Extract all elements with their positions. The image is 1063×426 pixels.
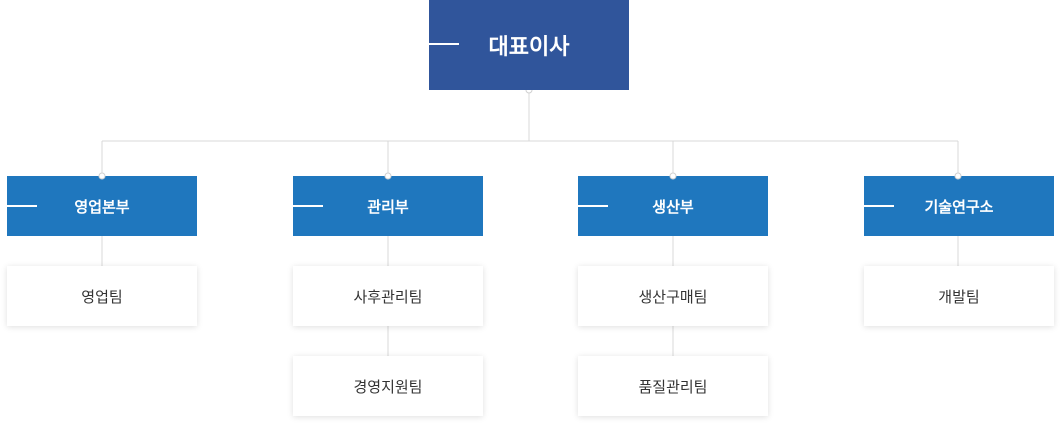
- dash-accent: [7, 205, 37, 207]
- dept-box-production: 생산부: [578, 176, 768, 236]
- team-box: 품질관리팀: [578, 356, 768, 416]
- team-box: 경영지원팀: [293, 356, 483, 416]
- dept-box-management: 관리부: [293, 176, 483, 236]
- ceo-label: 대표이사: [488, 35, 570, 60]
- team-label: 생산구매팀: [638, 287, 708, 306]
- dept-label: 생산부: [652, 197, 694, 216]
- dept-label: 영업본부: [74, 197, 130, 216]
- dept-label: 기술연구소: [924, 197, 994, 216]
- dept-box-sales: 영업본부: [7, 176, 197, 236]
- dept-box-research: 기술연구소: [864, 176, 1054, 236]
- dash-accent: [293, 205, 323, 207]
- team-label: 사후관리팀: [353, 287, 423, 306]
- team-box: 생산구매팀: [578, 266, 768, 326]
- team-box: 영업팀: [7, 266, 197, 326]
- dash-accent: [429, 43, 459, 45]
- team-box: 개발팀: [864, 266, 1054, 326]
- team-label: 영업팀: [81, 287, 123, 306]
- team-label: 경영지원팀: [353, 377, 423, 396]
- team-label: 개발팀: [938, 287, 980, 306]
- team-label: 품질관리팀: [638, 377, 708, 396]
- ceo-box: 대표이사: [429, 0, 629, 90]
- dash-accent: [864, 205, 894, 207]
- dept-label: 관리부: [367, 197, 409, 216]
- team-box: 사후관리팀: [293, 266, 483, 326]
- dash-accent: [578, 205, 608, 207]
